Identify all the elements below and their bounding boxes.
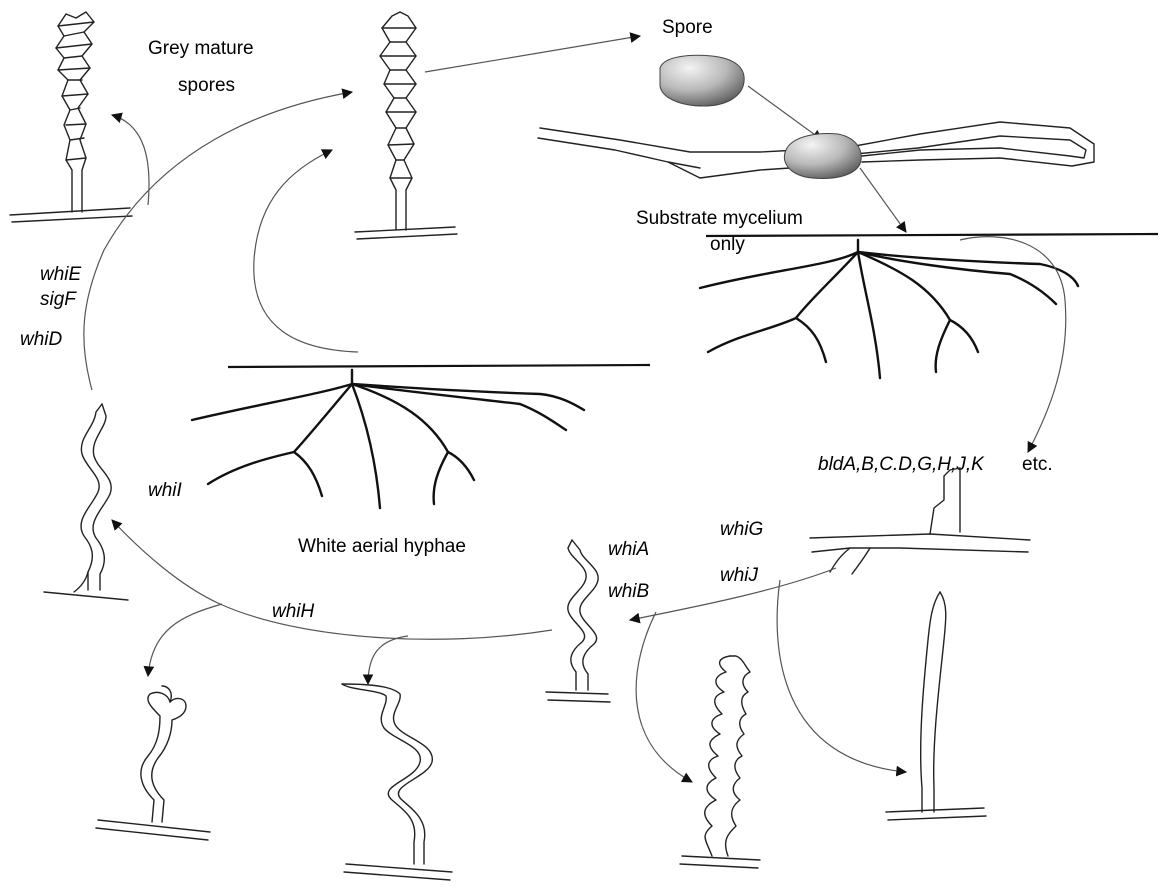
substrate-mycelium-label-2: only xyxy=(710,234,745,255)
straight-hypha xyxy=(886,592,986,820)
whiI-label: whiI xyxy=(148,480,183,501)
arrow-whiH-to-curl xyxy=(148,604,222,676)
bld-etc-label: etc. xyxy=(1022,454,1053,475)
substrate-mycelium-label: Substrate mycelium xyxy=(636,208,803,229)
arrow-aerial-to-chain xyxy=(254,150,358,352)
surface-line-center xyxy=(228,365,650,367)
substrate-mycelium-right xyxy=(700,240,1078,378)
whiH-label: whiH xyxy=(272,601,315,622)
arrow-whiJ-to-straight xyxy=(777,580,906,772)
white-aerial-hyphae-label: White aerial hyphae xyxy=(298,536,466,557)
whiG-label: whiG xyxy=(720,519,763,540)
aerial-initial-branch xyxy=(810,468,1030,574)
grey-mature-spores-label-2: spores xyxy=(178,75,235,96)
germinating-spore xyxy=(538,122,1094,178)
grey-mature-spores-label: Grey mature xyxy=(148,38,254,59)
whiA-label: whiA xyxy=(608,539,649,560)
arrow-to-mature-chain-left xyxy=(112,115,149,205)
arrow-whiB-to-tight-coil xyxy=(636,612,692,782)
spore-shape xyxy=(660,55,744,106)
wavy-hypha xyxy=(342,684,452,880)
whiD-label: whiD xyxy=(20,329,63,350)
left-coiled-hypha xyxy=(44,404,128,600)
mature-spore-chain-left xyxy=(10,12,132,222)
arrow-chain-to-spore xyxy=(425,36,640,72)
arrow-spore-to-germination xyxy=(748,86,822,140)
tight-coil-hypha xyxy=(680,656,760,868)
arrow-germination-to-mycelium xyxy=(860,168,906,232)
sigF-label: sigF xyxy=(40,289,77,310)
whiB-label: whiB xyxy=(608,581,650,602)
whiJ-label: whiJ xyxy=(720,565,759,586)
whiA-whiB-coil xyxy=(546,540,610,702)
mature-spore-chain-center xyxy=(355,12,457,239)
whiE-label: whiE xyxy=(40,264,82,285)
surface-line-right xyxy=(706,234,1158,236)
arrow-whiH-to-wave xyxy=(368,636,408,684)
curled-tip-hypha xyxy=(96,686,210,840)
white-aerial-hyphae-mycelium xyxy=(192,370,584,508)
spore-label: Spore xyxy=(662,17,713,38)
